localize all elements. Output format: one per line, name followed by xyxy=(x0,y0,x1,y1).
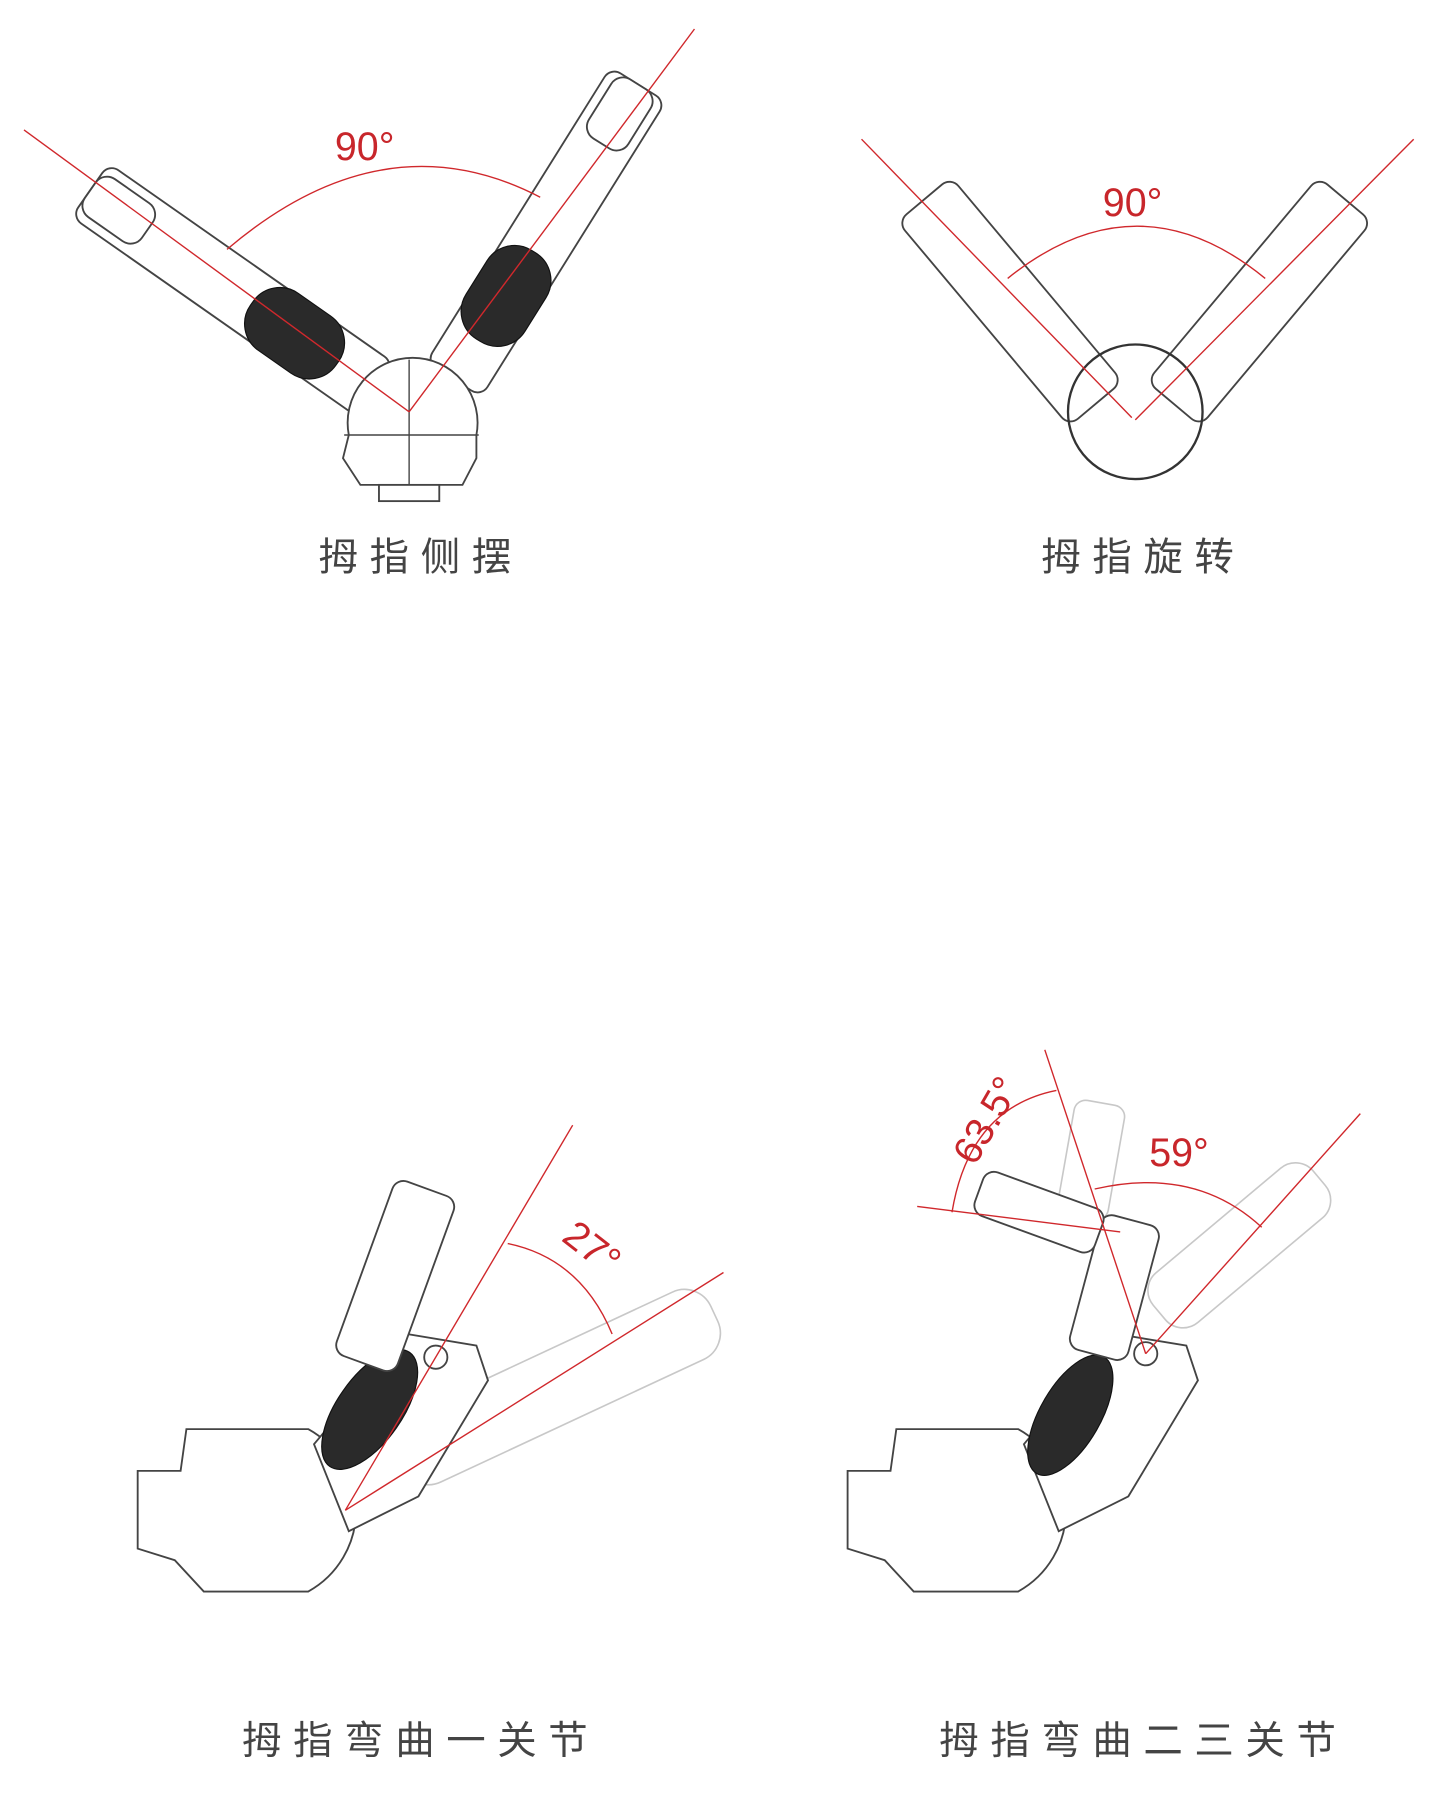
angle-label-59: 59° xyxy=(1149,1131,1209,1175)
angle-arc-63 xyxy=(951,1089,1057,1213)
left-axis-line xyxy=(861,138,1133,419)
angle-label: 27° xyxy=(555,1212,629,1283)
distal-axis-line xyxy=(917,1205,1121,1233)
right-finger xyxy=(1150,180,1368,423)
caption: 拇指侧摆 xyxy=(319,535,523,581)
grip-pad xyxy=(321,1348,419,1470)
left-axis-line xyxy=(23,129,410,413)
panel-thumb-lateral-swing: 90° 拇指侧摆 xyxy=(23,28,696,581)
caption: 拇指旋转 xyxy=(1041,535,1245,581)
left-finger xyxy=(901,180,1119,423)
panel-thumb-bend-joint-1: 27° 拇指弯曲一关节 xyxy=(136,1124,724,1764)
middle-segment xyxy=(1068,1214,1160,1361)
angle-arc xyxy=(507,1242,613,1335)
right-finger xyxy=(429,70,663,394)
angle-label: 90° xyxy=(335,125,395,169)
base-joint xyxy=(342,356,479,503)
angle-arc xyxy=(1007,225,1266,279)
middle-axis-line xyxy=(1044,1049,1147,1354)
ghost-finger xyxy=(1147,1162,1332,1329)
caption: 拇指弯曲一关节 xyxy=(242,1718,599,1764)
right-axis-line xyxy=(408,28,696,413)
rotation-joint xyxy=(1066,343,1204,481)
angle-arc xyxy=(226,165,541,250)
angle-arc-59 xyxy=(1094,1181,1263,1228)
distal-segment xyxy=(335,1180,456,1372)
angle-label: 90° xyxy=(1103,181,1163,225)
panel-thumb-rotation: 90° 拇指旋转 xyxy=(861,138,1415,581)
bent-axis-line xyxy=(344,1124,574,1511)
panel-thumb-bend-joints-2-3: 63.5° 59° 拇指弯曲二三关节 xyxy=(846,1049,1361,1764)
straight-axis-line xyxy=(1145,1113,1361,1355)
straight-axis-line xyxy=(344,1271,724,1511)
caption: 拇指弯曲二三关节 xyxy=(939,1718,1347,1764)
angle-label-63: 63.5° xyxy=(944,1069,1028,1171)
right-axis-line xyxy=(1134,138,1415,421)
distal-segment xyxy=(973,1170,1105,1254)
